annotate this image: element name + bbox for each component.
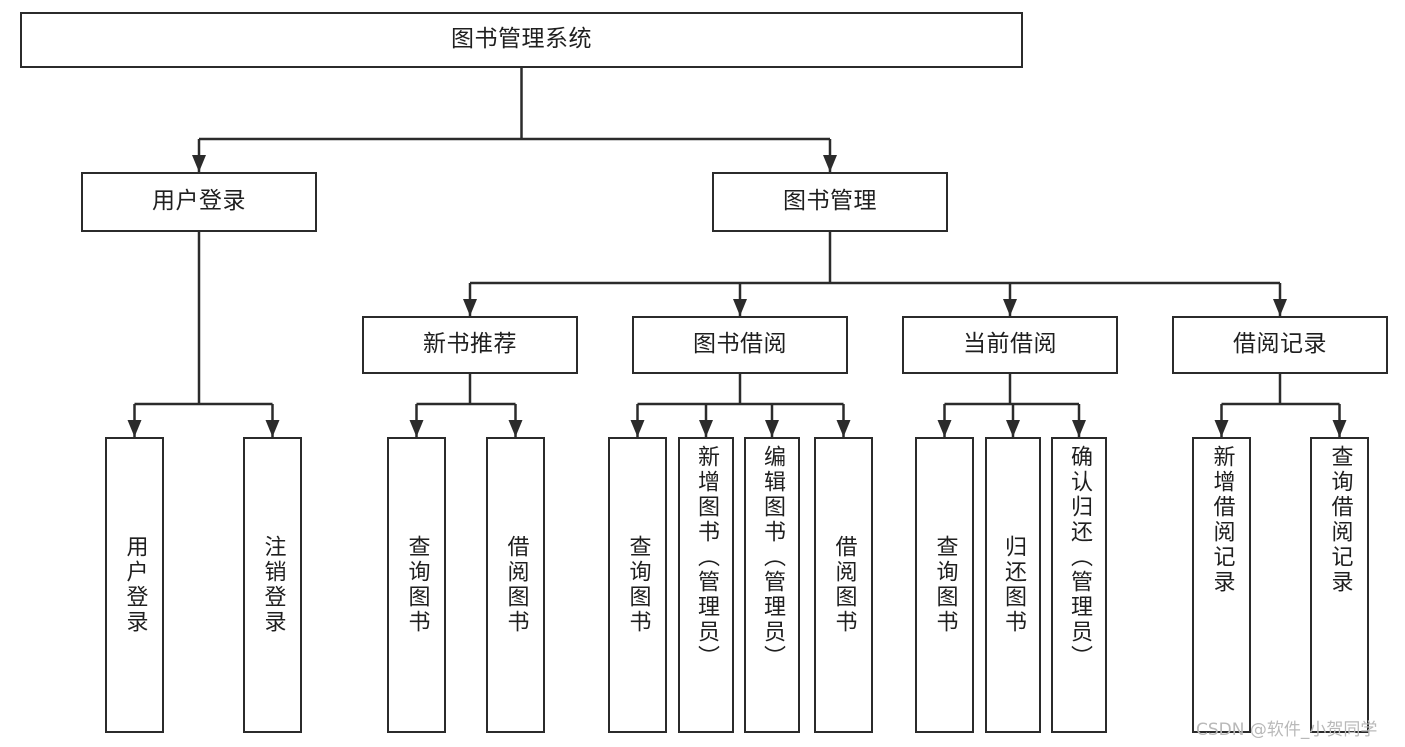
node-label: 新增图书（管理员） (694, 445, 719, 670)
node-label: 查询借阅记录 (1327, 445, 1353, 595)
node-label: 图书管理系统 (451, 26, 592, 53)
node-login[interactable]: 用户登录 (81, 172, 317, 232)
node-leaf-13[interactable]: 查询借阅记录 (1310, 437, 1369, 733)
node-leaf-12[interactable]: 新增借阅记录 (1192, 437, 1251, 733)
node-label: 用户登录 (152, 188, 246, 215)
node-label: 查询图书 (404, 535, 430, 635)
node-bookmgmt[interactable]: 图书管理 (712, 172, 948, 232)
node-leaf-11[interactable]: 确认归还（管理员） (1051, 437, 1107, 733)
node-leaf-1[interactable]: 用户登录 (105, 437, 164, 733)
node-current[interactable]: 当前借阅 (902, 316, 1118, 374)
node-leaf-7[interactable]: 编辑图书（管理员） (744, 437, 800, 733)
node-label: 编辑图书（管理员） (760, 445, 785, 670)
node-label: 图书借阅 (693, 331, 787, 358)
node-label: 借阅图书 (831, 535, 857, 635)
node-borrow[interactable]: 图书借阅 (632, 316, 848, 374)
node-label: 图书管理 (783, 188, 877, 215)
node-leaf-4[interactable]: 借阅图书 (486, 437, 545, 733)
node-newrec[interactable]: 新书推荐 (362, 316, 578, 374)
node-leaf-3[interactable]: 查询图书 (387, 437, 446, 733)
watermark: CSDN @软件_小贺同学 (1196, 720, 1378, 740)
node-label: 用户登录 (122, 535, 148, 635)
node-leaf-5[interactable]: 查询图书 (608, 437, 667, 733)
node-root[interactable]: 图书管理系统 (20, 12, 1023, 68)
node-leaf-10[interactable]: 归还图书 (985, 437, 1041, 733)
node-label: 借阅图书 (503, 535, 529, 635)
node-leaf-8[interactable]: 借阅图书 (814, 437, 873, 733)
node-label: 借阅记录 (1233, 331, 1327, 358)
node-label: 当前借阅 (963, 331, 1057, 358)
node-label: 新增借阅记录 (1209, 445, 1235, 595)
node-label: 查询图书 (625, 535, 651, 635)
node-records[interactable]: 借阅记录 (1172, 316, 1388, 374)
node-label: 新书推荐 (423, 331, 517, 358)
node-leaf-9[interactable]: 查询图书 (915, 437, 974, 733)
node-label: 归还图书 (1001, 535, 1026, 635)
node-label: 注销登录 (260, 535, 286, 635)
node-label: 确认归还（管理员） (1067, 445, 1092, 670)
node-leaf-2[interactable]: 注销登录 (243, 437, 302, 733)
node-label: 查询图书 (932, 535, 958, 635)
node-leaf-6[interactable]: 新增图书（管理员） (678, 437, 734, 733)
connectors (127, 68, 1347, 437)
